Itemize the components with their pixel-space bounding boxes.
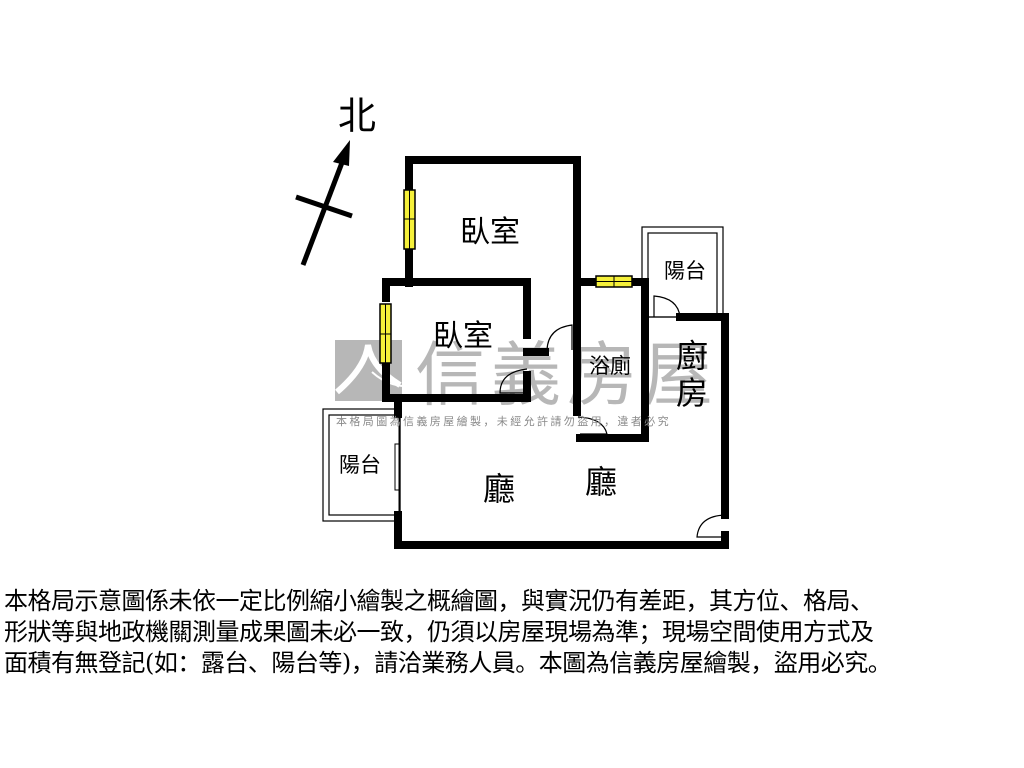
door-bathroom-bottom [577,416,608,435]
balcony-left [322,408,401,522]
compass: 北 [295,94,376,266]
watermark: 信義房屋 [335,334,719,416]
room-label-kitchen-2: 房 [676,374,708,412]
room-label-bedroom-2: 臥室 [433,319,493,354]
room-label-bedroom-1: 臥室 [460,215,520,250]
windows [379,189,633,364]
disclaimer-line-1: 本格局示意圖係未依一定比例縮小繪製之概繪圖，與實況仍有差距，其方位、格局、 [4,587,874,615]
floor-plan: 北 信義房屋 [295,94,729,549]
room-label-living-2: 廳 [585,463,617,501]
disclaimer: 本格局示意圖係未依一定比例縮小繪製之概繪圖，與實況仍有差距，其方位、格局、 形狀… [4,586,1024,679]
room-label-balcony-left: 陽台 [339,453,381,477]
sliding-door [394,443,401,491]
compass-crossbar [295,194,353,219]
compass-north-label: 北 [338,94,376,138]
doors [499,295,726,538]
disclaimer-line-2: 形狀等與地政機關測量成果圖未必一致，仍須以房屋現場為準；現場空間使用方式及 [4,618,874,646]
room-label-living-1: 廳 [483,470,515,508]
door-bathroom [546,324,573,351]
watermark-brand: 信義房屋 [415,334,719,416]
room-label-bathroom: 浴廁 [589,354,631,378]
compass-arrow-shaft [300,159,346,266]
door-bedroom-2 [499,368,528,394]
room-label-balcony-right: 陽台 [664,259,706,283]
door-balcony-right [653,295,681,318]
watermark-notice: 本格局圖為信義房屋繪製，未經允許請勿盜用，違者必究 [336,414,671,428]
disclaimer-line-3: 面積有無登記(如：露台、陽台等)，請洽業務人員。本圖為信義房屋繪製，盜用必究。 [4,649,892,677]
door-entrance [696,514,726,538]
north-arrow-icon [333,140,350,166]
room-label-kitchen-1: 廚 [676,337,708,375]
